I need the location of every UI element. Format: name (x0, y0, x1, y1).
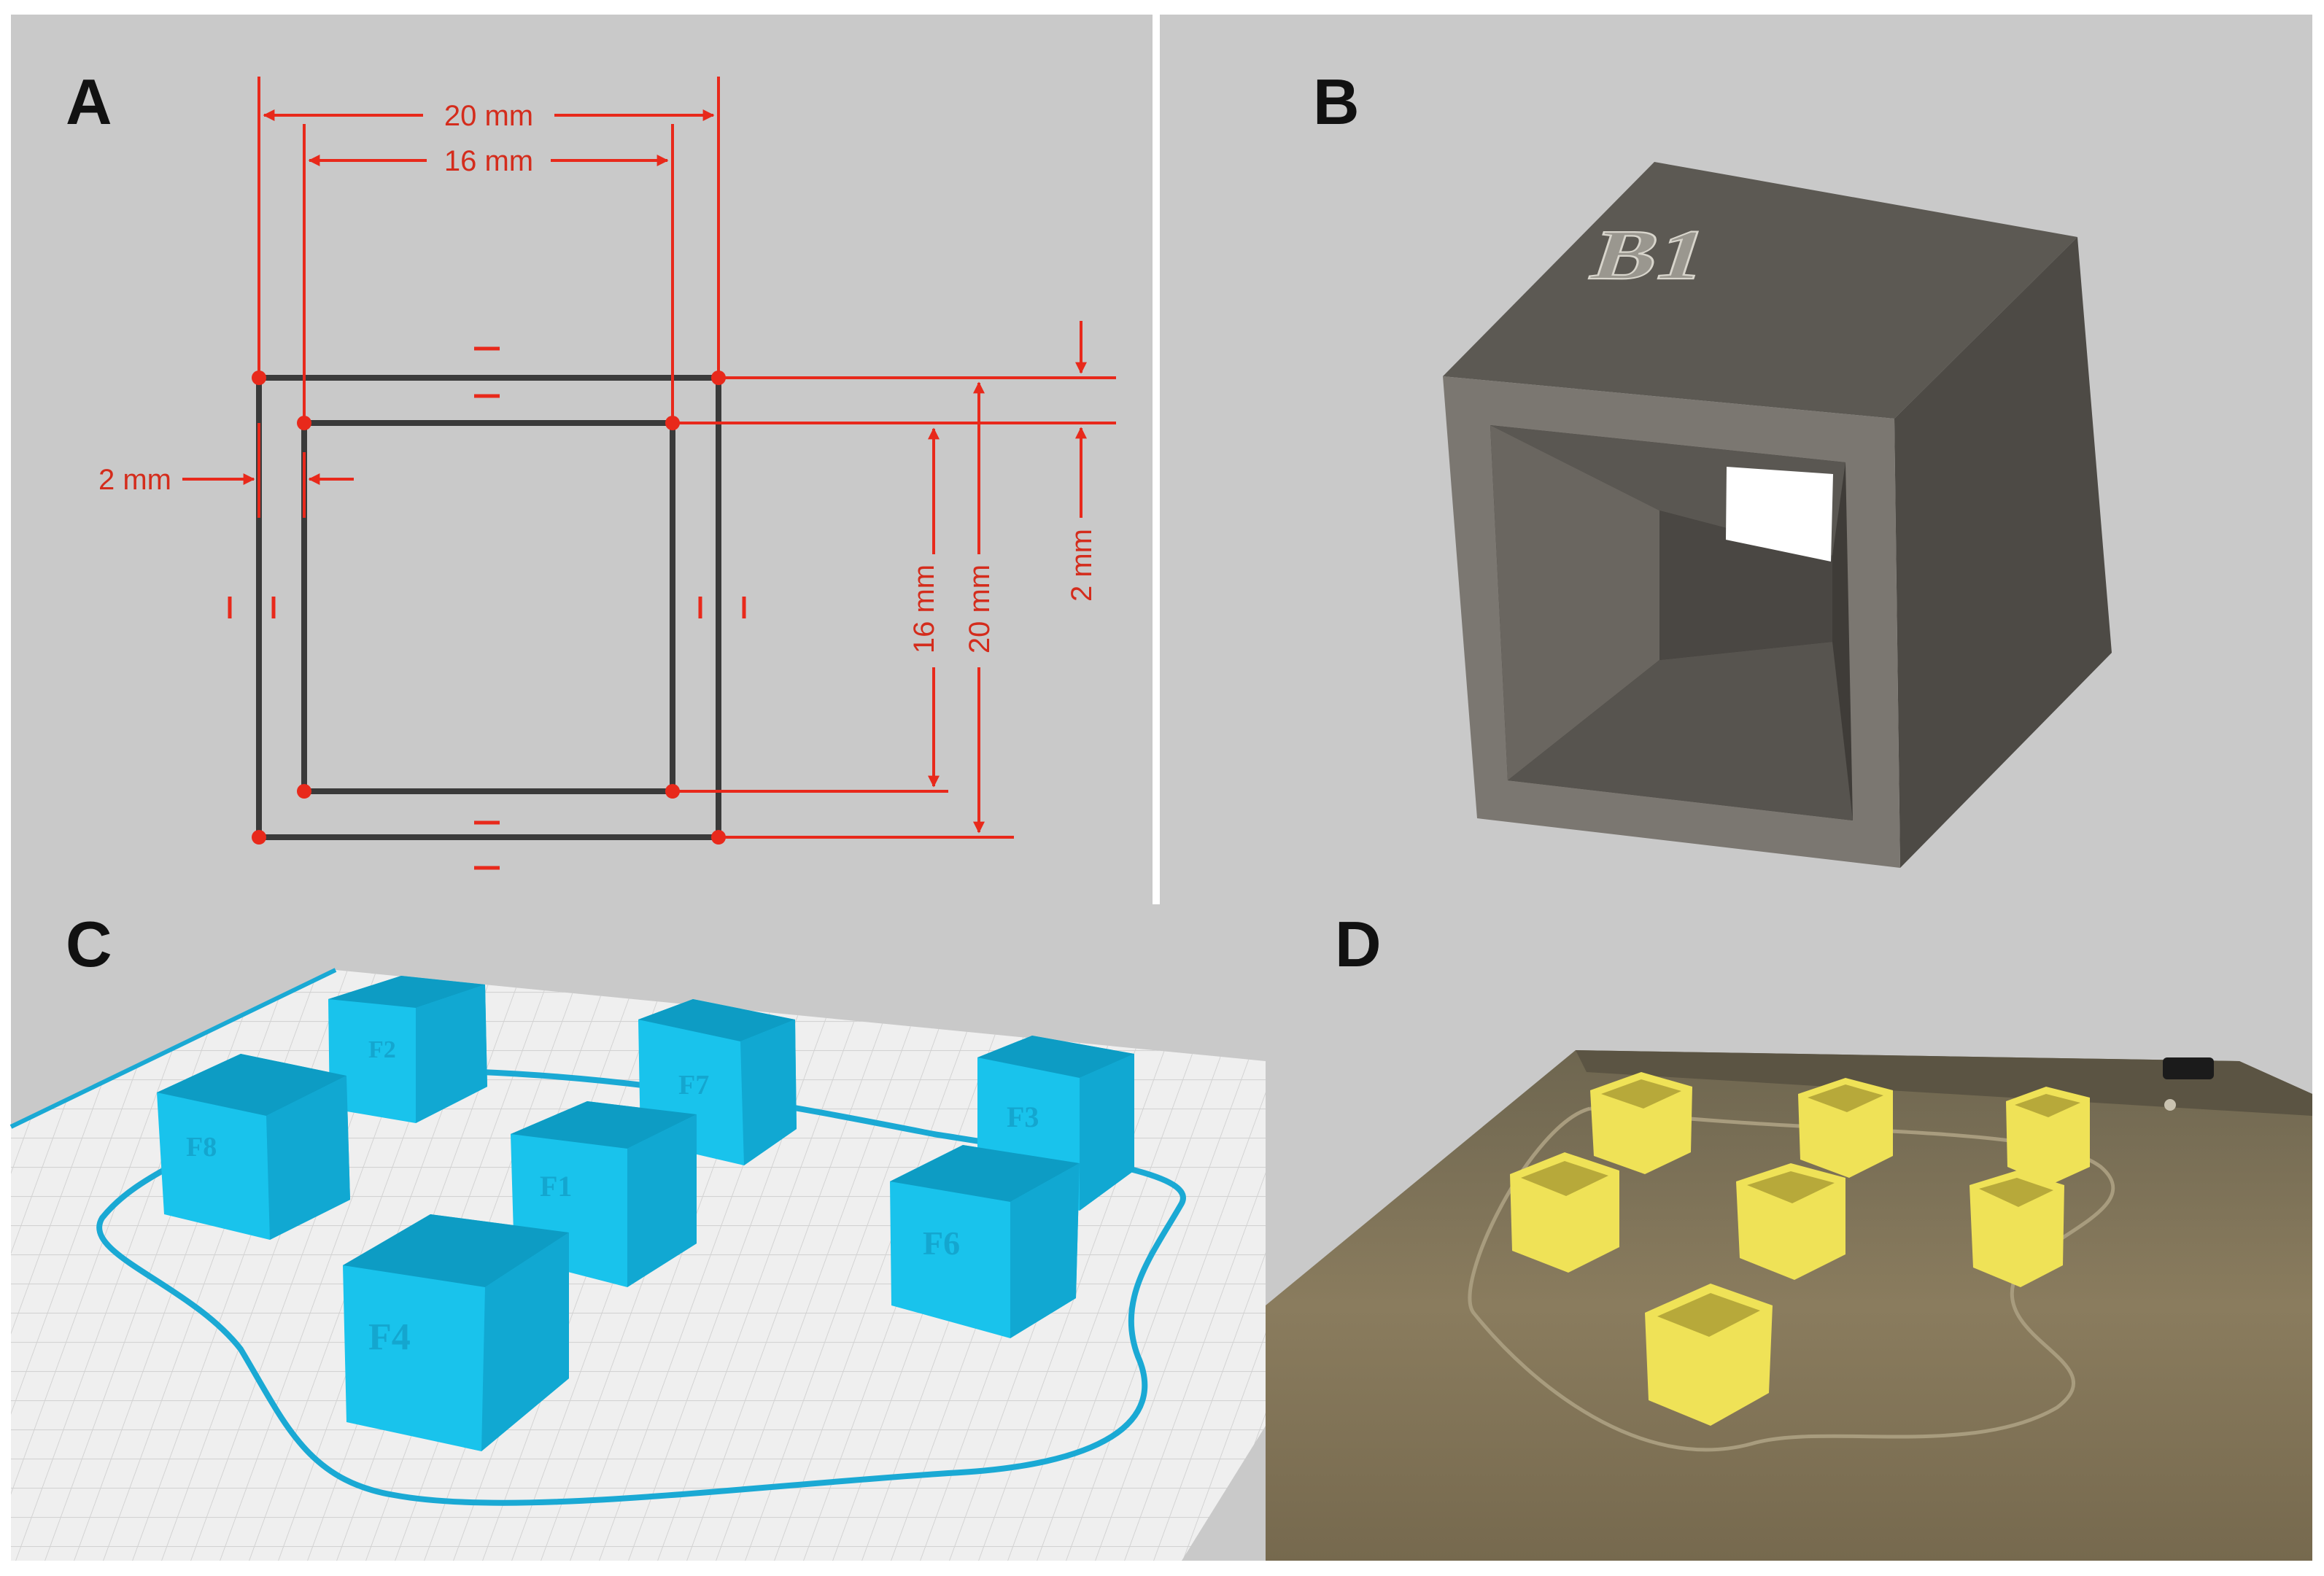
panel-c: C F2 F7 F3 F8 (9, 904, 1266, 1561)
sliced-cube-f4: F4 (343, 1214, 569, 1451)
printed-cube-7 (1645, 1284, 1773, 1426)
panel-a-letter: A (66, 66, 112, 138)
cad-cube-model: B1 (1443, 162, 2112, 868)
cube-inner-left-wall (1490, 425, 1659, 780)
panel-d-letter: D (1335, 908, 1382, 980)
outer-square-outline (256, 375, 721, 840)
printed-cube-2 (1798, 1078, 1893, 1178)
printed-cube-1 (1590, 1072, 1692, 1174)
bed-screw (2164, 1099, 2176, 1111)
sliced-cube-f6: F6 (890, 1145, 1080, 1338)
panel-c-letter: C (66, 908, 112, 980)
dim-label-outer-height: 20 mm (964, 564, 996, 653)
dim-label-outer-width: 20 mm (444, 100, 533, 132)
cube-label-f7: F7 (678, 1070, 709, 1101)
panel-d: D (1266, 904, 2312, 1561)
printed-cube-5 (1736, 1163, 1845, 1280)
cube-label-f1: F1 (540, 1170, 572, 1203)
cube-label-f3: F3 (1007, 1101, 1039, 1133)
plate-edge-line (9, 968, 337, 1129)
dim-label-inner-height: 16 mm (908, 564, 940, 653)
cube-label-f8: F8 (186, 1132, 217, 1162)
printed-cube-6 (1969, 1171, 2064, 1287)
dim-label-wall-thickness-right: 2 mm (1066, 529, 1098, 602)
svg-text:B1: B1 (1582, 216, 1719, 294)
panel-a: A (11, 15, 1153, 904)
cube-inner-floor (1508, 642, 1853, 820)
sliced-cube-f8: F8 (157, 1054, 350, 1240)
sliced-cube-f2: F2 (328, 976, 487, 1123)
constraint-ticks (228, 346, 746, 870)
printed-cube-3 (2006, 1087, 2090, 1185)
printed-cube-4 (1510, 1152, 1619, 1273)
cube-label-f6: F6 (923, 1224, 960, 1262)
panel-b: B B1 (1160, 15, 2312, 904)
panel-a-background (11, 15, 1153, 904)
cube-right-face (1894, 237, 2112, 868)
panel-b-letter: B (1313, 66, 1360, 138)
embossed-b1-label: B1 (1581, 215, 1719, 295)
dimension-lines (182, 109, 1087, 834)
inner-square-outline (301, 420, 675, 794)
extension-lines (257, 77, 1116, 839)
cube-label-f4: F4 (368, 1316, 411, 1358)
dim-label-inner-width: 16 mm (444, 145, 533, 177)
skirt-outline (96, 1069, 1186, 1506)
dim-label-wall-thickness-left: 2 mm (98, 464, 171, 496)
cube-top-face (1443, 162, 2077, 419)
bed-clip (2163, 1057, 2214, 1079)
cube-label-f2: F2 (368, 1036, 396, 1063)
cube-back-window (1726, 467, 1833, 562)
